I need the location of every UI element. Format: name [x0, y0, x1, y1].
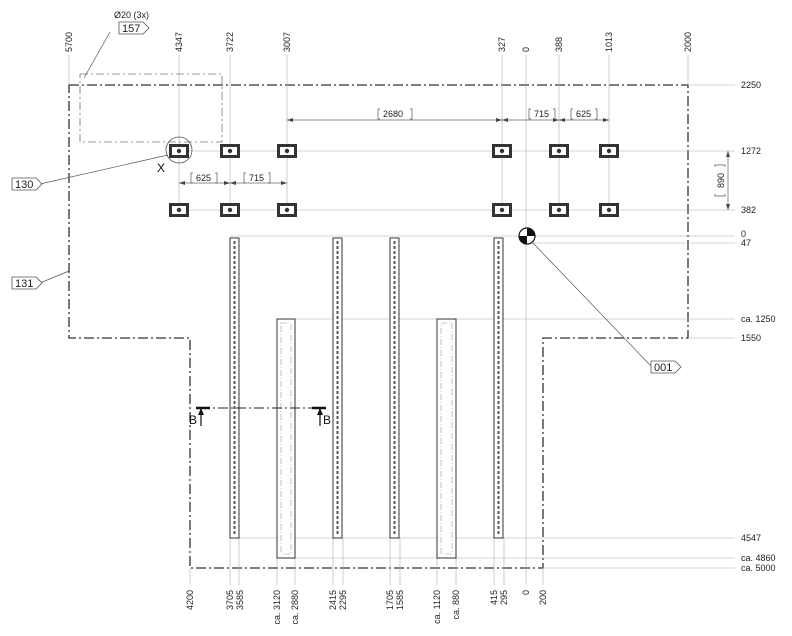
svg-text:4547: 4547 [741, 533, 761, 543]
svg-text:1585: 1585 [395, 590, 405, 610]
dimension-brackets [190, 108, 726, 197]
svg-text:3585: 3585 [235, 590, 245, 610]
svg-text:ca. 1120: ca. 1120 [432, 590, 442, 624]
dim-715-left: 715 [249, 173, 264, 183]
svg-text:2250: 2250 [741, 80, 761, 90]
section-line-b [196, 406, 326, 426]
svg-text:0: 0 [741, 229, 746, 239]
svg-text:ca. 880: ca. 880 [451, 590, 461, 620]
rail-strips [229, 237, 504, 539]
anchor-plate [492, 144, 512, 158]
svg-text:ca. 5000: ca. 5000 [741, 563, 776, 573]
recess-outline [79, 73, 223, 143]
svg-text:ca. 1250: ca. 1250 [741, 314, 776, 324]
vertical-reference-lines [68, 55, 689, 585]
svg-text:2415: 2415 [328, 590, 338, 610]
anchor-plate [220, 144, 240, 158]
callout-157-spec: Ø20 (3x) [114, 10, 149, 20]
dim-715-right: 715 [534, 109, 549, 119]
svg-text:3705: 3705 [225, 590, 235, 610]
dim-890: 890 [716, 173, 726, 188]
svg-text:388: 388 [554, 37, 564, 52]
rail-strip [332, 237, 343, 539]
callout-130: 130 [15, 179, 33, 191]
svg-text:ca. 2880: ca. 2880 [290, 590, 300, 625]
section-mark-right: B [323, 413, 331, 427]
svg-text:4200: 4200 [185, 590, 195, 610]
origin-marker [518, 227, 536, 245]
slab-outline [68, 84, 689, 569]
anchor-plate [599, 144, 619, 158]
anchor-plates [169, 144, 619, 217]
top-dimension-labels: 5700 4347 3722 3007 327 0 388 1013 2000 [64, 32, 693, 52]
svg-text:0: 0 [521, 590, 531, 595]
callout-131: 131 [15, 278, 33, 290]
svg-text:415: 415 [489, 590, 499, 605]
channel-strip [276, 318, 296, 559]
anchor-plate [220, 203, 240, 217]
svg-text:2000: 2000 [683, 32, 693, 52]
svg-text:5700: 5700 [64, 32, 74, 52]
svg-text:1272: 1272 [741, 146, 761, 156]
svg-text:1705: 1705 [385, 590, 395, 610]
horizontal-reference-lines [170, 84, 735, 569]
channel-strip [436, 318, 457, 559]
svg-text:1550: 1550 [741, 333, 761, 343]
detail-circle [165, 136, 193, 164]
rail-strip [389, 237, 400, 539]
svg-text:47: 47 [741, 238, 751, 248]
svg-text:0: 0 [521, 47, 531, 52]
svg-text:295: 295 [499, 590, 509, 605]
anchor-plate [277, 144, 297, 158]
svg-text:382: 382 [741, 205, 756, 215]
anchor-plate [549, 203, 569, 217]
svg-text:3007: 3007 [282, 32, 292, 52]
rail-strip [493, 237, 504, 539]
callout-157: 157 [122, 23, 140, 35]
callout-tags [11, 21, 682, 374]
dim-625-left: 625 [196, 173, 211, 183]
svg-text:3722: 3722 [225, 32, 235, 52]
svg-text:2295: 2295 [338, 590, 348, 610]
anchor-plate [599, 203, 619, 217]
anchor-plate [492, 203, 512, 217]
dimension-arrows [179, 118, 730, 210]
rail-strip [229, 237, 240, 539]
detail-mark-x: X [157, 161, 165, 175]
anchor-plate [277, 203, 297, 217]
svg-text:327: 327 [497, 37, 507, 52]
dimension-lines [179, 119, 729, 210]
leader-lines [39, 31, 652, 367]
svg-text:200: 200 [538, 590, 548, 605]
anchor-plate [549, 144, 569, 158]
svg-text:ca. 4860: ca. 4860 [741, 553, 776, 563]
dim-2680: 2680 [383, 109, 403, 119]
anchor-plate [169, 203, 189, 217]
right-dimension-labels: 2250 1272 382 0 47 ca. 1250 1550 4547 ca… [741, 80, 776, 573]
callout-001: 001 [654, 362, 672, 374]
section-mark-left: B [189, 413, 197, 427]
svg-text:1013: 1013 [604, 32, 614, 52]
dim-625-right: 625 [576, 109, 591, 119]
anchor-plate [169, 144, 189, 158]
svg-text:4347: 4347 [174, 32, 184, 52]
bottom-dimension-labels: 4200 3705 3585 ca. 3120 ca. 2880 2415 22… [185, 590, 548, 625]
channel-strips [276, 318, 457, 559]
svg-text:ca. 3120: ca. 3120 [272, 590, 282, 625]
